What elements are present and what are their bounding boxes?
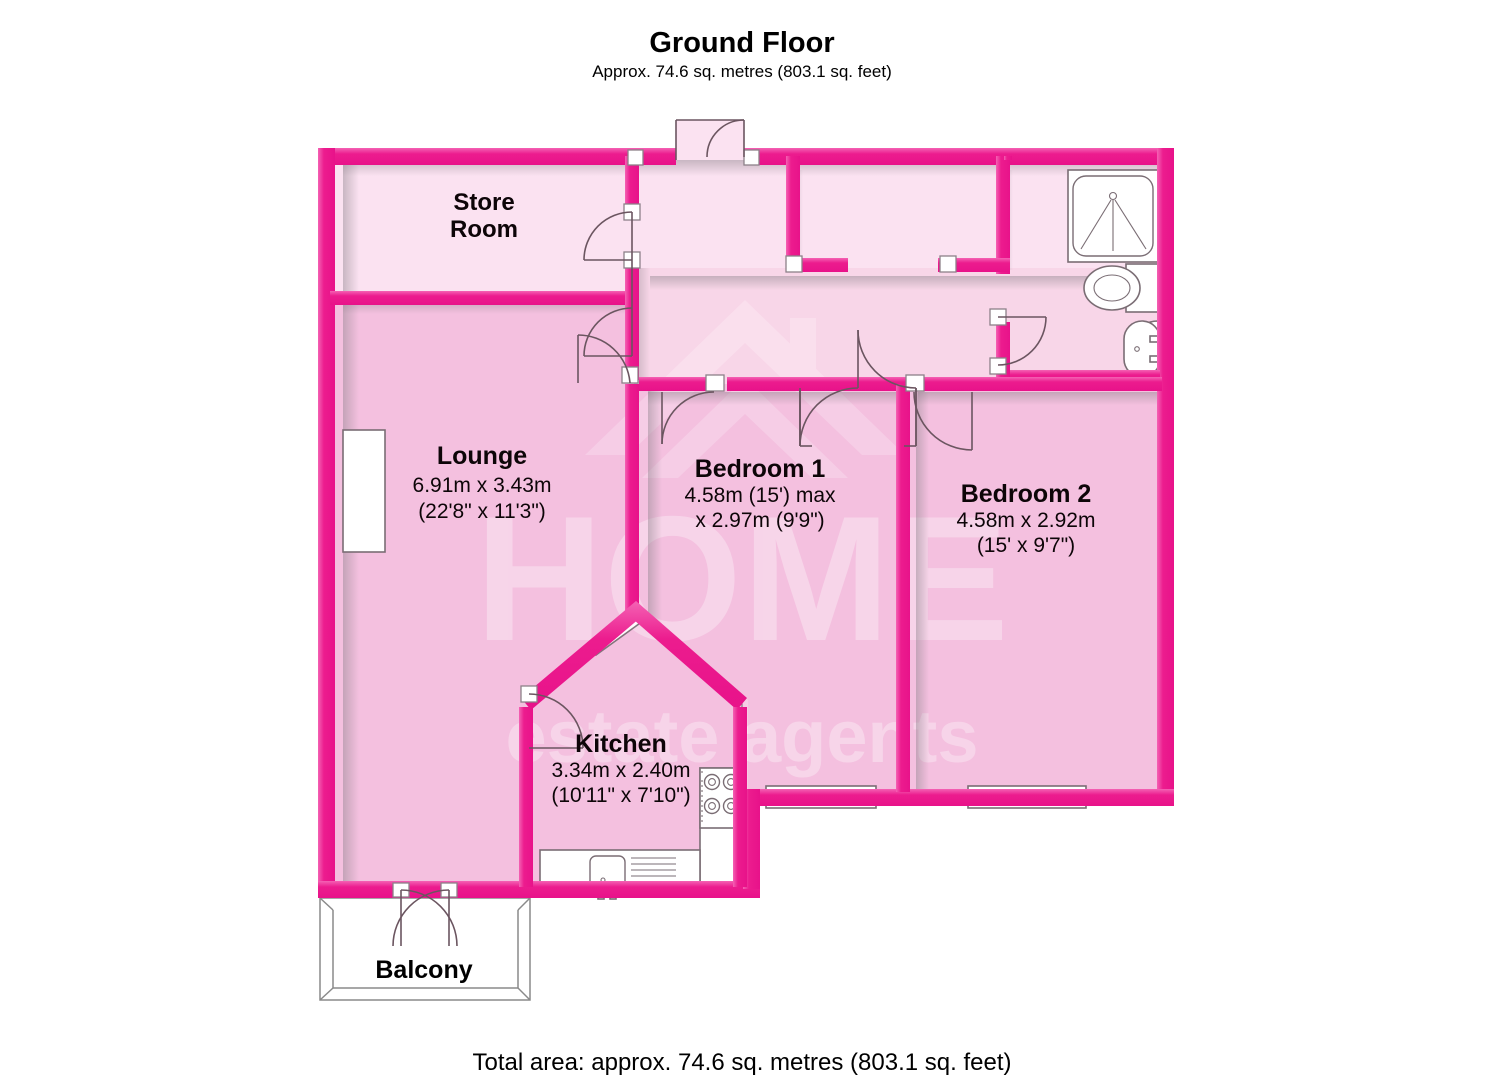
store-room-fill (343, 160, 634, 290)
store-room-label-line1: Store (453, 189, 514, 216)
lounge-label: Lounge (437, 442, 527, 470)
store-room-label-line2: Room (450, 216, 518, 243)
door-swings (392, 119, 1047, 947)
toilet-icon (1083, 263, 1160, 313)
kitchen-dim-imperial: (10'11" x 7'10") (551, 784, 690, 807)
balcony-label: Balcony (375, 956, 472, 984)
kitchen-dim-metric: 3.34m x 2.40m (552, 759, 691, 782)
lounge-radiator-icon (342, 429, 386, 553)
page-title: Ground Floor (649, 27, 834, 59)
bedroom1-dim-imperial: x 2.97m (9'9") (695, 509, 824, 532)
bedroom2-dim-imperial: (15' x 9'7") (977, 534, 1075, 557)
total-area-footer: Total area: approx. 74.6 sq. metres (803… (473, 1049, 1012, 1076)
bedroom2-fill (908, 384, 1162, 794)
lounge-dim-imperial: (22'8" x 11'3") (418, 500, 546, 523)
page-subtitle: Approx. 74.6 sq. metres (803.1 sq. feet) (592, 62, 892, 81)
kitchen-fill (520, 605, 742, 886)
fill-tint-overlay (331, 268, 1162, 886)
bedroom1-dim-metric: 4.58m (15') max (684, 484, 836, 507)
bedroom2-dim-metric: 4.58m x 2.92m (957, 509, 1096, 532)
bathroom-fixtures (1067, 169, 1168, 378)
walls (318, 148, 1174, 898)
bedroom2-label: Bedroom 2 (961, 480, 1092, 508)
room-labels: Store Room Lounge 6.91m x 3.43m (22'8" x… (375, 189, 1095, 984)
lounge-dim-metric: 6.91m x 3.43m (413, 474, 552, 497)
bedroom1-fill (634, 384, 900, 794)
balcony-area (319, 897, 531, 1001)
kitchen-label: Kitchen (575, 730, 667, 758)
bedroom1-label: Bedroom 1 (695, 455, 826, 483)
